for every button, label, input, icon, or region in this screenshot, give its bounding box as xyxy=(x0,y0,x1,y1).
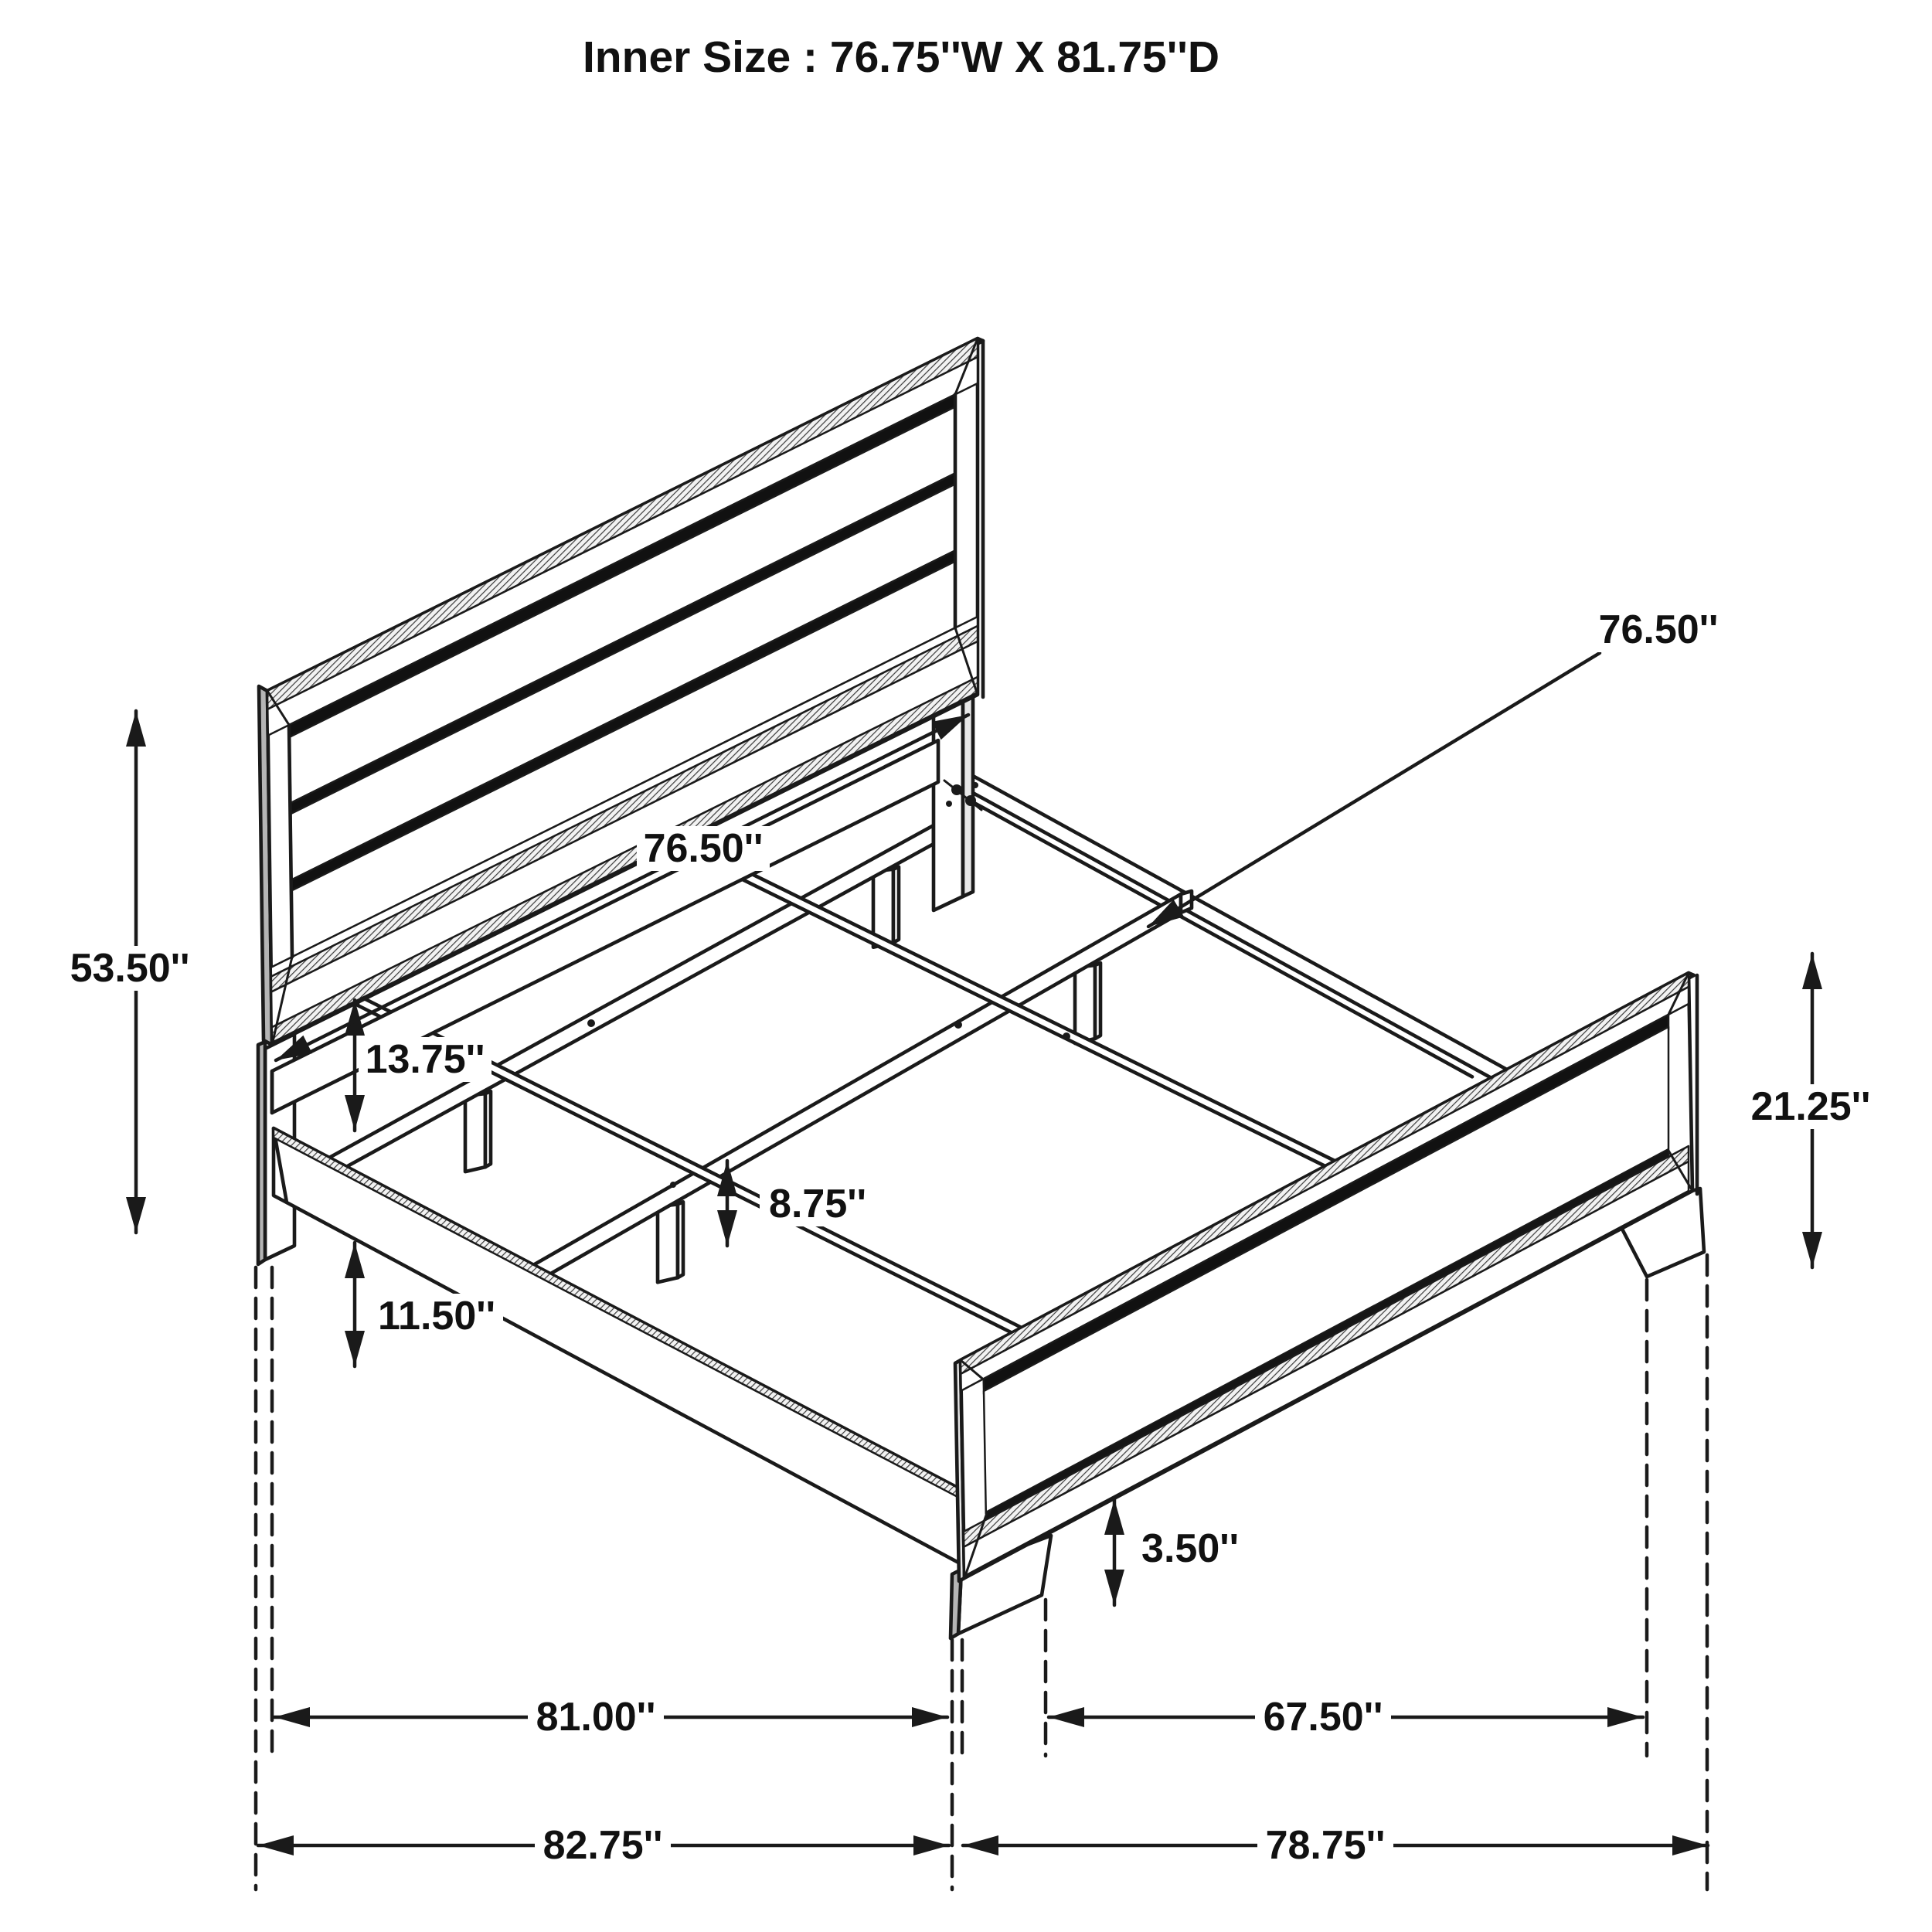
arrowhead xyxy=(932,715,968,740)
edge-line xyxy=(266,689,291,726)
footboard-band xyxy=(960,985,1690,1392)
bolt-dot xyxy=(972,782,978,788)
support-leg-side xyxy=(1093,961,1103,1041)
label-mask xyxy=(359,1037,492,1082)
edge-line xyxy=(959,1359,985,1381)
dim-label: 76.50'' xyxy=(1599,607,1719,652)
label-mask xyxy=(760,1182,876,1226)
label-mask xyxy=(535,1823,671,1868)
dim-label: 82.75'' xyxy=(543,1823,663,1868)
label-mask xyxy=(370,1294,503,1338)
bolt-dot xyxy=(946,801,952,807)
dim-label: 53.50'' xyxy=(70,946,190,991)
dim-label: 81.00'' xyxy=(536,1695,656,1740)
dim-label: 13.75'' xyxy=(366,1037,485,1082)
dim-label: 21.25'' xyxy=(1751,1084,1871,1129)
arrowhead xyxy=(1104,1499,1124,1535)
support-leg-side xyxy=(891,865,901,944)
headboard-band xyxy=(267,355,979,736)
edge-line xyxy=(1667,971,1690,1016)
dim-label: 67.50'' xyxy=(1264,1695,1383,1740)
edge-line xyxy=(1667,1149,1694,1192)
arrowhead xyxy=(912,1707,947,1727)
arrowhead xyxy=(1802,1232,1822,1267)
footboard-band xyxy=(963,1160,1690,1577)
arrowhead xyxy=(345,1331,365,1366)
edge-line xyxy=(287,723,294,959)
dim-label: 3.50'' xyxy=(1141,1526,1239,1571)
arrowhead xyxy=(345,1243,365,1278)
label-mask xyxy=(528,1695,664,1740)
dim-label: 8.75'' xyxy=(769,1182,866,1226)
arrowhead xyxy=(1802,954,1822,989)
label-mask xyxy=(63,946,196,991)
edge-line xyxy=(274,713,971,1063)
arrowhead xyxy=(274,1707,310,1727)
dim-label: 78.75'' xyxy=(1266,1823,1386,1868)
arrowhead xyxy=(126,1197,146,1233)
support-leg xyxy=(1073,963,1097,1046)
edge-line xyxy=(971,800,1475,1079)
arrowhead xyxy=(963,1835,998,1855)
edge-line xyxy=(943,779,983,811)
dim-label: 11.50'' xyxy=(378,1294,495,1338)
arrowhead xyxy=(126,711,146,747)
bolt-dot xyxy=(1063,1032,1070,1040)
page-title: Inner Size : 76.75''W X 81.75''D xyxy=(583,32,1219,82)
support-leg xyxy=(655,1202,680,1284)
edge-line xyxy=(963,1512,988,1580)
dim-label: 76.50'' xyxy=(644,826,764,871)
arrowhead xyxy=(717,1161,737,1196)
arrowhead xyxy=(1607,1707,1643,1727)
label-mask xyxy=(1132,1526,1248,1571)
arrowhead xyxy=(1104,1570,1124,1605)
bolt-dot xyxy=(587,1019,595,1027)
arrowhead xyxy=(717,1210,737,1246)
headboard-left-post-side xyxy=(256,1039,267,1267)
edge-line xyxy=(971,791,1509,1089)
arrowhead xyxy=(258,1835,294,1855)
edge-line xyxy=(1146,651,1602,929)
label-mask xyxy=(637,826,770,871)
edge-line xyxy=(971,774,1509,1072)
arrowhead xyxy=(345,1000,365,1036)
label-mask xyxy=(1257,1823,1393,1868)
edge-line xyxy=(954,337,979,396)
edge-line xyxy=(954,626,979,696)
support-leg-side xyxy=(675,1200,685,1280)
support-leg xyxy=(463,1091,488,1174)
arrowhead xyxy=(913,1835,949,1855)
arrowhead xyxy=(1049,1707,1084,1727)
label-mask xyxy=(1255,1695,1391,1740)
arrowhead xyxy=(276,1035,312,1060)
bolt-dot xyxy=(954,1021,962,1029)
arrowhead xyxy=(1148,900,1185,927)
bolt-dot xyxy=(670,1182,676,1188)
label-mask xyxy=(1592,607,1725,652)
edge-line xyxy=(270,955,294,1046)
support-leg-side xyxy=(483,1089,493,1169)
arrowhead xyxy=(345,1095,365,1131)
label-mask xyxy=(1744,1084,1877,1129)
arrowhead xyxy=(1672,1835,1708,1855)
